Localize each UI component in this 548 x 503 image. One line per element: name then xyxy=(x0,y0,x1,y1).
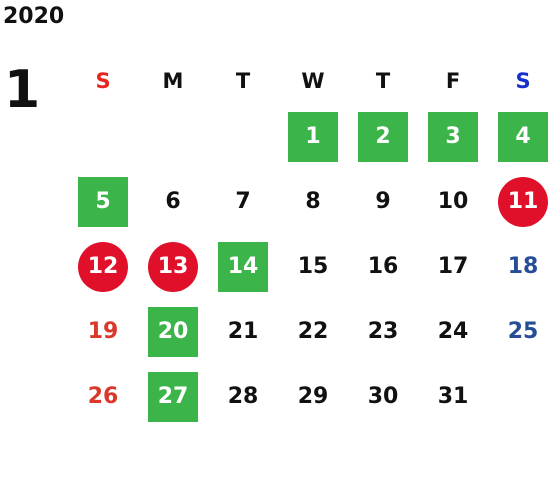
day-cell[interactable]: 17 xyxy=(418,234,488,299)
day-number: 16 xyxy=(367,254,399,279)
day-cell[interactable]: 27 xyxy=(138,364,208,429)
day-cell[interactable]: 8 xyxy=(278,169,348,234)
day-cell[interactable]: 19 xyxy=(68,299,138,364)
day-number: 8 xyxy=(305,189,321,214)
day-number: 17 xyxy=(437,254,469,279)
day-cell[interactable]: 7 xyxy=(208,169,278,234)
day-number: 12 xyxy=(78,241,128,292)
day-cell[interactable]: 16 xyxy=(348,234,418,299)
weekday-header: T xyxy=(235,69,251,93)
day-number: 6 xyxy=(165,189,181,214)
day-number: 20 xyxy=(148,306,198,357)
day-cell[interactable]: 31 xyxy=(418,364,488,429)
day-number: 18 xyxy=(507,254,539,279)
day-number: 9 xyxy=(375,189,391,214)
day-number: 30 xyxy=(367,384,399,409)
weekday-header: S xyxy=(95,69,111,93)
day-cell[interactable]: 25 xyxy=(488,299,548,364)
year-label: 2020 xyxy=(3,4,65,29)
day-cell[interactable]: 15 xyxy=(278,234,348,299)
day-cell[interactable]: 29 xyxy=(278,364,348,429)
day-cell[interactable]: 10 xyxy=(418,169,488,234)
day-number: 3 xyxy=(428,111,478,162)
day-number: 19 xyxy=(87,319,119,344)
weekday-header: M xyxy=(162,69,184,93)
day-number: 25 xyxy=(507,319,539,344)
day-number: 28 xyxy=(227,384,259,409)
day-cell[interactable]: 13 xyxy=(138,234,208,299)
day-cell[interactable]: 28 xyxy=(208,364,278,429)
day-number: 10 xyxy=(437,189,469,214)
day-number: 15 xyxy=(297,254,329,279)
day-cell[interactable]: 24 xyxy=(418,299,488,364)
day-number: 14 xyxy=(218,241,268,292)
day-number: 7 xyxy=(235,189,251,214)
day-cell[interactable]: 22 xyxy=(278,299,348,364)
day-number: 24 xyxy=(437,319,469,344)
day-number: 23 xyxy=(367,319,399,344)
weekday-header: S xyxy=(515,69,531,93)
day-cell[interactable]: 26 xyxy=(68,364,138,429)
day-number: 22 xyxy=(297,319,329,344)
day-cell[interactable]: 5 xyxy=(68,169,138,234)
day-number: 21 xyxy=(227,319,259,344)
day-cell[interactable]: 23 xyxy=(348,299,418,364)
day-cell[interactable]: 21 xyxy=(208,299,278,364)
day-number: 2 xyxy=(358,111,408,162)
day-cell[interactable]: 12 xyxy=(68,234,138,299)
day-number: 27 xyxy=(148,371,198,422)
day-number: 1 xyxy=(288,111,338,162)
day-cell[interactable]: 4 xyxy=(488,104,548,169)
day-cell[interactable]: 3 xyxy=(418,104,488,169)
weekday-header: T xyxy=(375,69,391,93)
day-cell[interactable]: 14 xyxy=(208,234,278,299)
day-cell[interactable]: 20 xyxy=(138,299,208,364)
day-number: 31 xyxy=(437,384,469,409)
day-cell[interactable]: 6 xyxy=(138,169,208,234)
month-number: 1 xyxy=(4,60,41,120)
day-number: 11 xyxy=(498,176,548,227)
day-cell[interactable]: 2 xyxy=(348,104,418,169)
day-number: 26 xyxy=(87,384,119,409)
day-cell[interactable]: 30 xyxy=(348,364,418,429)
day-number: 4 xyxy=(498,111,548,162)
weekday-header: F xyxy=(445,69,461,93)
day-number: 5 xyxy=(78,176,128,227)
day-cell[interactable]: 1 xyxy=(278,104,348,169)
day-cell[interactable]: 11 xyxy=(488,169,548,234)
day-number: 13 xyxy=(148,241,198,292)
weekday-header: W xyxy=(301,69,325,93)
day-number: 29 xyxy=(297,384,329,409)
day-cell[interactable]: 18 xyxy=(488,234,548,299)
day-cell[interactable]: 9 xyxy=(348,169,418,234)
